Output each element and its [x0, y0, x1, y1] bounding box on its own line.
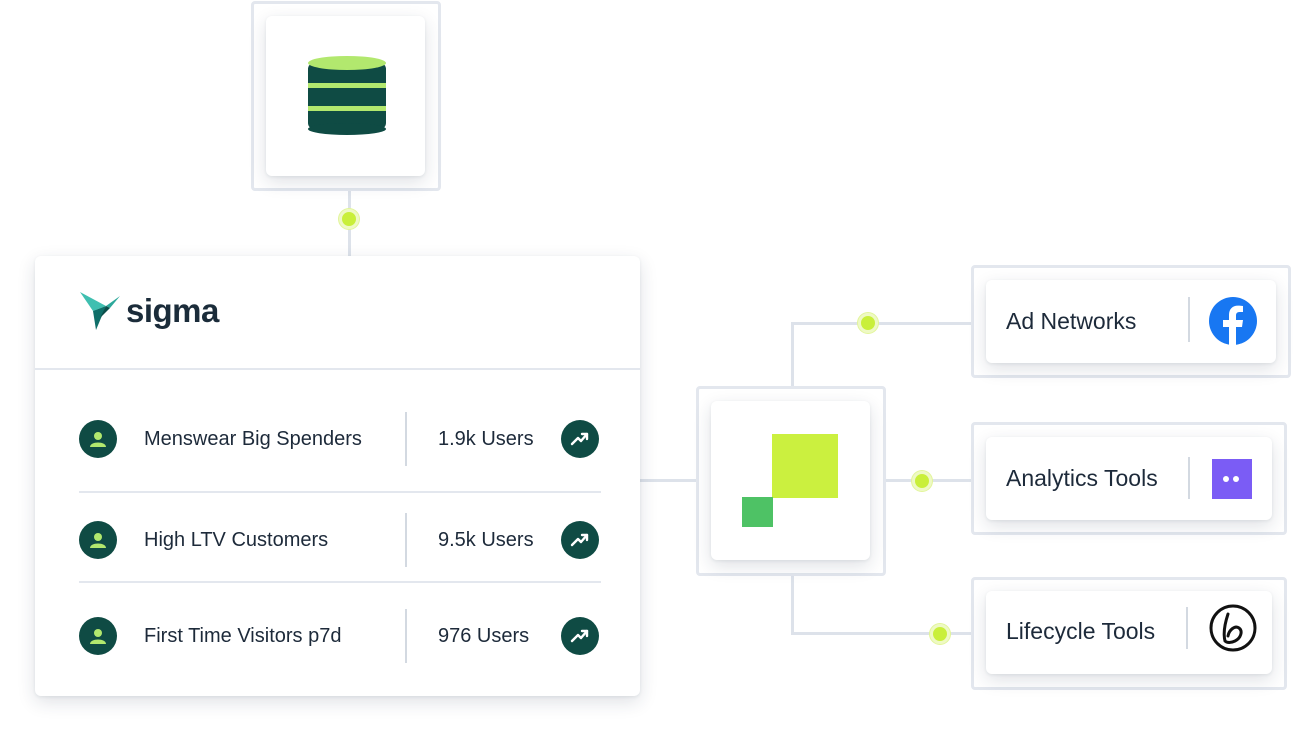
user-icon	[79, 521, 117, 559]
hub-card[interactable]	[711, 401, 870, 560]
segment-count: 1.9k Users	[438, 428, 534, 450]
segment-row-high-ltv[interactable]: High LTV Customers 9.5k Users	[79, 509, 601, 569]
sigma-bird-icon	[80, 292, 120, 330]
row-divider	[405, 609, 407, 663]
sigma-card: sigma Menswear Big Spenders 1.9k Users H…	[35, 256, 640, 696]
node-dot-analytics	[912, 471, 932, 491]
destination-divider	[1188, 297, 1190, 342]
lifecycle-card[interactable]: Lifecycle Tools	[986, 591, 1272, 674]
database-icon	[308, 56, 386, 135]
connector-hub-down	[791, 573, 794, 635]
user-icon	[79, 617, 117, 655]
braze-b-icon	[1209, 604, 1257, 652]
row-divider	[405, 412, 407, 466]
ad-networks-card[interactable]: Ad Networks	[986, 280, 1276, 363]
segment-count: 9.5k Users	[438, 529, 534, 551]
segment-row-menswear[interactable]: Menswear Big Spenders 1.9k Users	[79, 408, 601, 468]
destination-label: Lifecycle Tools	[1006, 618, 1156, 644]
trend-up-icon[interactable]	[561, 617, 599, 655]
segment-squares-icon	[742, 434, 838, 527]
segment-name: First Time Visitors p7d	[144, 625, 342, 647]
destination-divider	[1188, 457, 1190, 499]
connector-to-lifecycle	[791, 632, 973, 635]
analytics-card[interactable]: Analytics Tools	[986, 437, 1272, 520]
row-separator	[79, 581, 601, 583]
connector-to-ad-networks	[791, 322, 973, 325]
destination-label: Analytics Tools	[1006, 465, 1158, 491]
destination-label: Ad Networks	[1006, 308, 1137, 334]
node-dot-ad	[858, 313, 878, 333]
segment-count: 976 Users	[438, 625, 530, 647]
node-dot-db	[339, 209, 359, 229]
connector-sigma-to-hub	[640, 479, 697, 482]
analytics-dots-icon	[1212, 459, 1252, 499]
row-separator	[79, 491, 601, 493]
sigma-logo-text: sigma	[126, 292, 219, 329]
connector-hub-up	[791, 322, 794, 388]
source-card[interactable]	[266, 16, 425, 176]
trend-up-icon[interactable]	[561, 420, 599, 458]
sigma-logo: sigma	[80, 292, 219, 330]
trend-up-icon[interactable]	[561, 521, 599, 559]
segment-name: High LTV Customers	[144, 529, 329, 551]
segment-name: Menswear Big Spenders	[144, 428, 362, 450]
segment-row-first-time[interactable]: First Time Visitors p7d 976 Users	[79, 605, 601, 665]
node-dot-lifecycle	[930, 624, 950, 644]
sigma-header-divider	[35, 368, 640, 370]
destination-divider	[1186, 607, 1188, 649]
user-icon	[79, 420, 117, 458]
row-divider	[405, 513, 407, 567]
facebook-icon	[1209, 297, 1257, 345]
